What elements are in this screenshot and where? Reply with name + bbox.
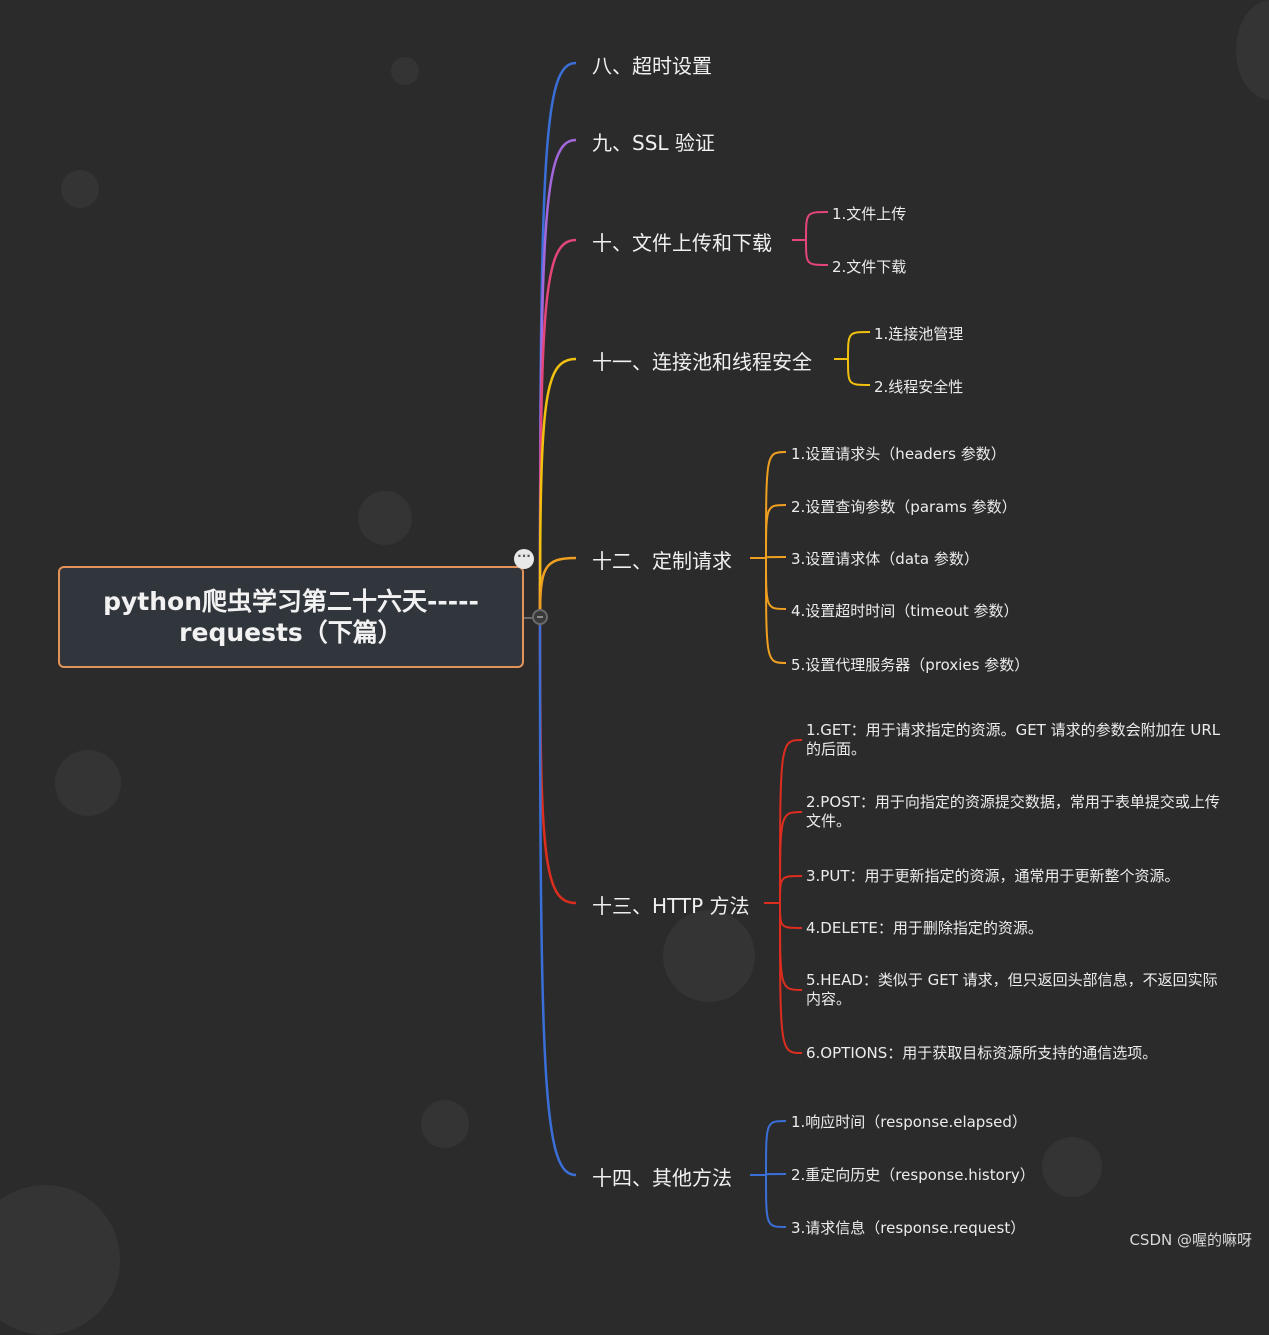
- subtopic[interactable]: 2.线程安全性: [874, 378, 964, 396]
- topic-ssl[interactable]: 九、SSL 验证: [592, 131, 715, 155]
- subtopic-connector: [847, 331, 871, 360]
- mindmap-connectors: [524, 61, 871, 1228]
- subtopic[interactable]: 2.重定向历史（response.history）: [791, 1166, 1035, 1184]
- branch-connector-1: [538, 138, 577, 619]
- subtopic[interactable]: 3.设置请求体（data 参数）: [791, 550, 979, 568]
- branch-connector-0: [538, 61, 577, 619]
- topic-timeout[interactable]: 八、超时设置: [592, 54, 712, 78]
- branch-connector-6: [538, 617, 577, 1177]
- topic-other-methods[interactable]: 十四、其他方法: [592, 1166, 732, 1190]
- subtopic[interactable]: 5.HEAD：类似于 GET 请求，但只返回头部信息，不返回实际内容。: [806, 971, 1218, 1008]
- subtopic[interactable]: 4.设置超时时间（timeout 参数）: [791, 602, 1019, 620]
- subtopic-connector: [765, 1120, 787, 1176]
- subtopic-connector: [765, 1173, 787, 1176]
- subtopic[interactable]: 1.GET：用于请求指定的资源。GET 请求的参数会附加在 URL 的后面。: [806, 721, 1221, 758]
- subtopic[interactable]: 1.文件上传: [832, 205, 907, 223]
- root-title-line1: python爬虫学习第二十六天-----: [103, 587, 479, 616]
- subtopic-connector: [805, 239, 829, 266]
- subtopic-connector: [765, 557, 787, 610]
- root-topic[interactable]: python爬虫学习第二十六天----- requests（下篇）: [58, 566, 524, 668]
- watermark: CSDN @喔的嘛呀: [1129, 1231, 1252, 1249]
- subtopic-connector: [765, 1174, 787, 1228]
- subtopic-connector: [765, 556, 787, 559]
- subtopic-connector: [779, 811, 803, 904]
- subtopic[interactable]: 1.设置请求头（headers 参数）: [791, 445, 1006, 463]
- subtopic-connector: [779, 902, 803, 991]
- subtopic[interactable]: 2.设置查询参数（params 参数）: [791, 498, 1017, 516]
- branch-connector-5: [538, 617, 577, 905]
- subtopic[interactable]: 5.设置代理服务器（proxies 参数）: [791, 656, 1030, 674]
- subtopic-connector: [765, 504, 787, 559]
- subtopic-connector: [779, 902, 803, 1054]
- subtopic-connector: [779, 875, 803, 904]
- branch-connector-4: [538, 556, 577, 619]
- subtopic-connector: [765, 557, 787, 664]
- subtopic[interactable]: 1.连接池管理: [874, 325, 964, 343]
- subtopic[interactable]: 6.OPTIONS：用于获取目标资源所支持的通信选项。: [806, 1044, 1158, 1062]
- comment-icon[interactable]: ···: [514, 549, 534, 569]
- collapse-toggle-icon[interactable]: [532, 609, 548, 625]
- subtopic[interactable]: 3.PUT：用于更新指定的资源，通常用于更新整个资源。: [806, 867, 1180, 885]
- subtopic[interactable]: 2.POST：用于向指定的资源提交数据，常用于表单提交或上传文件。: [806, 793, 1220, 830]
- subtopic-connector: [847, 358, 871, 386]
- subtopic[interactable]: 3.请求信息（response.request）: [791, 1219, 1026, 1237]
- topic-file-upload-download[interactable]: 十、文件上传和下载: [592, 231, 772, 255]
- root-title-line2: requests（下篇）: [179, 618, 403, 647]
- subtopic[interactable]: 2.文件下载: [832, 258, 907, 276]
- topic-http-methods[interactable]: 十三、HTTP 方法: [592, 894, 750, 918]
- subtopic-connector: [779, 902, 803, 929]
- topic-connection-pool[interactable]: 十一、连接池和线程安全: [592, 350, 812, 374]
- topic-custom-request[interactable]: 十二、定制请求: [592, 549, 732, 573]
- subtopic[interactable]: 1.响应时间（response.elapsed）: [791, 1113, 1027, 1131]
- branch-connector-3: [538, 357, 577, 619]
- subtopic[interactable]: 4.DELETE：用于删除指定的资源。: [806, 919, 1043, 937]
- branch-connector-2: [538, 238, 577, 619]
- subtopic-connector: [805, 211, 829, 241]
